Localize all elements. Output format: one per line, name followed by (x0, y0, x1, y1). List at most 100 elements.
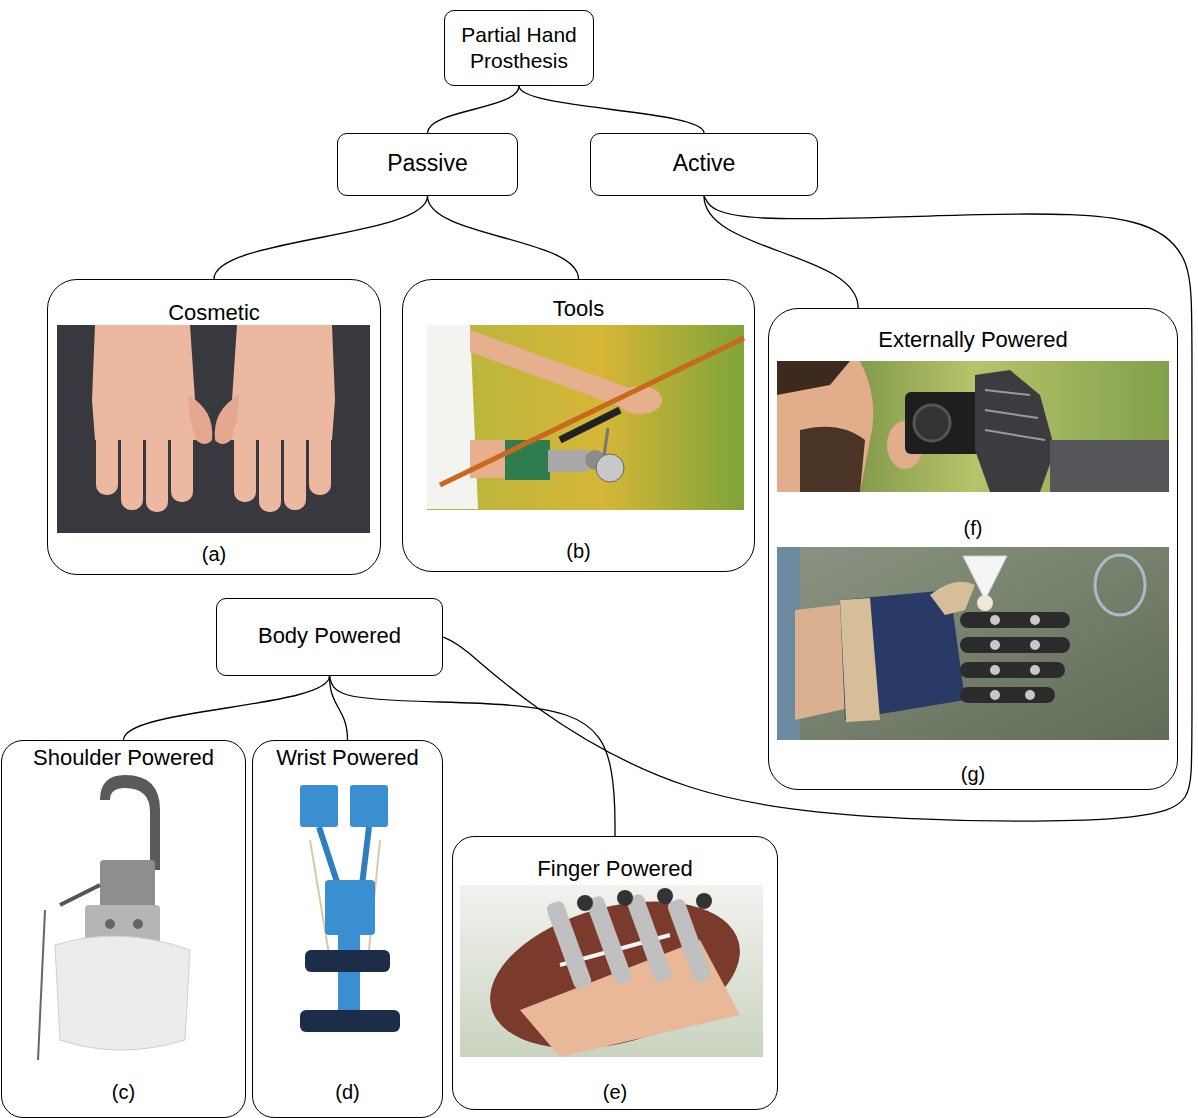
finger-joint (990, 690, 1000, 700)
connector (214, 196, 428, 279)
racket (1095, 555, 1145, 615)
figure-label: (d) (335, 1080, 359, 1104)
powered-finger (960, 687, 1055, 703)
finger (146, 430, 168, 512)
strap (840, 598, 880, 722)
camera-lens (914, 405, 950, 441)
fishing-rod (440, 338, 744, 485)
finger-cap (577, 895, 593, 911)
finger-piece (300, 785, 338, 827)
metal-finger (666, 897, 712, 983)
palm-plate (325, 880, 375, 935)
category-box: Passive (337, 133, 518, 196)
powered-finger (960, 637, 1070, 653)
linkage (319, 827, 338, 885)
thumb (188, 395, 212, 444)
connector (443, 196, 1192, 821)
connector (519, 86, 704, 133)
finger-cap (657, 888, 673, 904)
finger (171, 428, 193, 502)
powered-hand (975, 370, 1055, 492)
metal-finger (625, 893, 673, 984)
thumb (930, 582, 975, 615)
hand (520, 940, 740, 1057)
photo-background (777, 361, 1169, 492)
finger-joint (1030, 615, 1040, 625)
type-panel: Cosmetic (a) (47, 279, 381, 575)
figure-label: (f) (964, 516, 983, 540)
connector (428, 86, 520, 133)
hook (100, 775, 160, 870)
connector (124, 676, 330, 740)
hair (777, 361, 850, 395)
lever (60, 885, 100, 905)
screw (133, 919, 143, 929)
palm (92, 325, 200, 440)
finger-joint (990, 665, 1000, 675)
finger (121, 430, 143, 510)
finger-joint (985, 410, 1038, 418)
prosthetic-forearm (1050, 440, 1169, 492)
palm (227, 325, 335, 440)
root-box: Partial Hand Prosthesis (444, 10, 594, 86)
finger-joint (1030, 665, 1040, 675)
powered-finger (960, 662, 1065, 678)
finger-joint (1025, 690, 1035, 700)
metal-finger (585, 895, 633, 986)
node-heading: Active (673, 150, 736, 178)
thumb (215, 395, 239, 444)
connector (428, 196, 579, 279)
shuttlecock-cork (977, 595, 993, 611)
node-heading: Partial Hand Prosthesis (456, 22, 582, 72)
node-heading: Tools (553, 296, 604, 322)
finger-piece (350, 785, 388, 827)
figure-label: (c) (112, 1080, 135, 1104)
reel-stem (604, 428, 608, 456)
photo-background (57, 325, 370, 533)
hand-left (92, 325, 212, 512)
category-box: Body Powered (216, 598, 443, 676)
photo-background (427, 325, 744, 510)
powered-finger (960, 612, 1070, 628)
metal-finger (545, 900, 593, 991)
figure-label: (e) (603, 1080, 627, 1104)
linkage (362, 827, 369, 885)
finger (309, 425, 331, 495)
node-heading: Finger Powered (537, 856, 692, 882)
photo-background (777, 547, 1169, 740)
type-panel: Shoulder Powered(c) (1, 740, 246, 1118)
strap (300, 1010, 400, 1032)
type-panel: Tools (b) (402, 279, 755, 572)
node-heading: Externally Powered (878, 327, 1068, 353)
finger (96, 425, 118, 495)
type-panel: Finger Powered (e) (452, 836, 778, 1110)
figure-label: (a) (202, 542, 226, 566)
finger-joint (985, 390, 1030, 395)
node-heading: Passive (387, 150, 468, 178)
camera (905, 392, 985, 454)
reel (596, 454, 624, 482)
head (777, 361, 873, 492)
sleeve (505, 440, 550, 480)
rod-handle (560, 410, 620, 440)
finger (234, 428, 256, 502)
node-heading: Cosmetic (168, 300, 260, 326)
finger (284, 430, 306, 510)
control-cable (38, 910, 45, 1060)
type-panel: Wrist Powered (d) (252, 740, 443, 1118)
strap (305, 950, 390, 972)
finger-cap (617, 890, 633, 906)
tool-adapter (548, 450, 588, 472)
figure-label: (g) (961, 762, 985, 786)
screw (105, 919, 115, 929)
football (474, 876, 756, 1074)
type-panel: Externally Powered (f) (g) (768, 308, 1178, 790)
finger-joint (1030, 640, 1040, 650)
finger-joint (990, 615, 1000, 625)
node-heading: Wrist Powered (276, 745, 419, 771)
figure-label: (b) (566, 539, 590, 563)
finger-joint (990, 640, 1000, 650)
